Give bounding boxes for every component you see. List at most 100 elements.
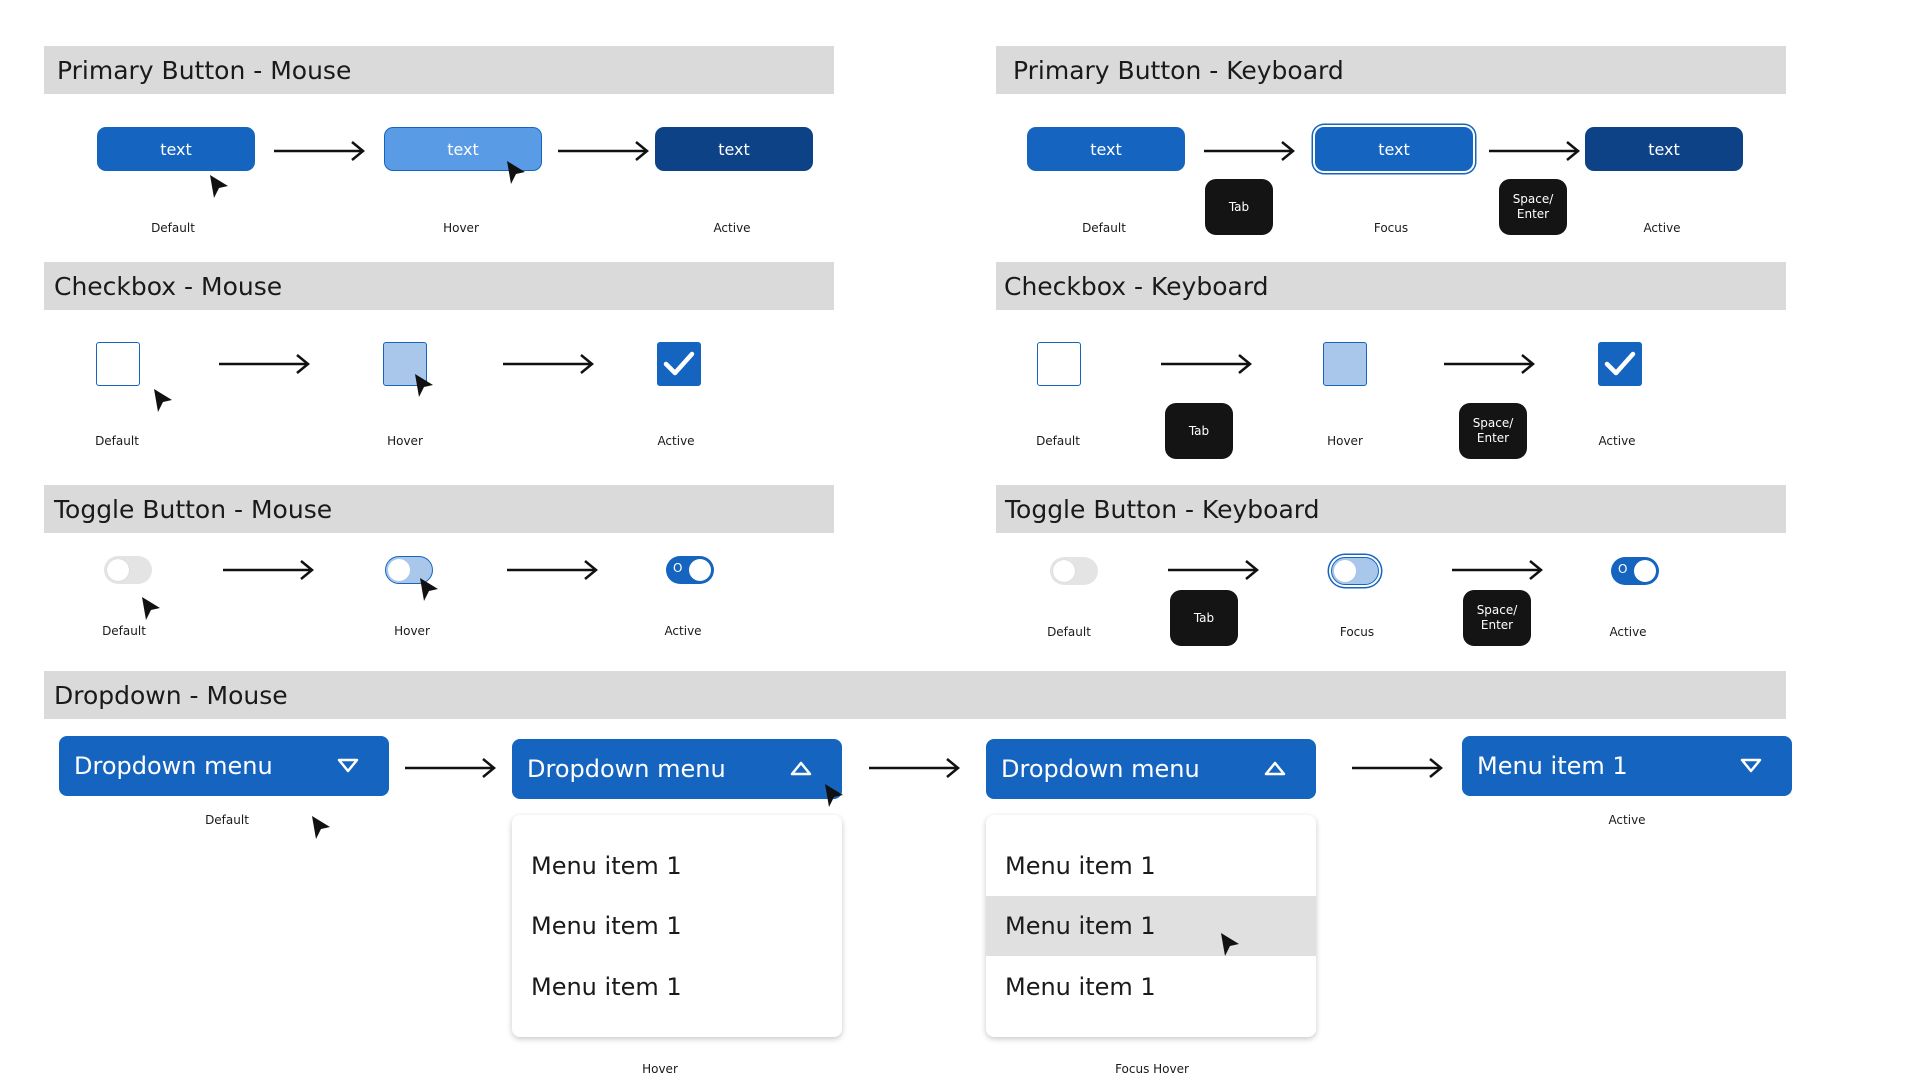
state-label-hover: Hover [1327, 434, 1363, 448]
primary-button-hover[interactable]: text [384, 127, 542, 171]
space-enter-key-icon: Space/ Enter [1463, 590, 1531, 646]
dropdown-label: Dropdown menu [527, 755, 726, 783]
primary-button-focus[interactable]: text [1315, 127, 1473, 171]
state-label-active: Active [713, 221, 751, 235]
chevron-up-icon [790, 761, 812, 776]
dropdown-default[interactable]: Dropdown menu [59, 736, 389, 796]
arrow-icon [1489, 141, 1581, 161]
dropdown-label: Dropdown menu [74, 752, 273, 780]
mouse-cursor-icon [310, 815, 332, 841]
arrow-icon [503, 354, 595, 374]
menu-item[interactable]: Menu item 1 [531, 912, 682, 940]
dropdown-hover[interactable]: Dropdown menu [512, 739, 842, 799]
space-enter-key-icon: Space/ Enter [1459, 403, 1527, 459]
state-label-active: Active [1643, 221, 1681, 235]
toggle-default[interactable] [104, 556, 152, 584]
chevron-down-icon [337, 758, 359, 773]
dropdown-focus-hover[interactable]: Dropdown menu [986, 739, 1316, 799]
checkbox-default[interactable] [1037, 342, 1081, 386]
section-header-toggle-keyboard: Toggle Button - Keyboard [996, 485, 1786, 533]
state-label-default: Default [205, 813, 249, 827]
menu-item[interactable]: Menu item 1 [1005, 852, 1156, 880]
dropdown-selected-value: Menu item 1 [1477, 752, 1628, 780]
mouse-cursor-icon [152, 388, 174, 414]
mouse-cursor-icon [418, 577, 440, 603]
arrow-icon [405, 758, 497, 778]
state-label-active: Active [664, 624, 702, 638]
mouse-cursor-icon [413, 373, 435, 399]
arrow-icon [1161, 354, 1253, 374]
toggle-on-indicator: O [673, 561, 683, 575]
arrow-icon [1444, 354, 1536, 374]
dropdown-active[interactable]: Menu item 1 [1462, 736, 1792, 796]
dropdown-menu: Menu item 1 Menu item 1 Menu item 1 [512, 815, 842, 1037]
section-header-primary-keyboard: Primary Button - Keyboard [996, 46, 1786, 94]
primary-button-active[interactable]: text [1585, 127, 1743, 171]
toggle-on-indicator: O [1618, 562, 1628, 576]
mouse-cursor-icon [140, 596, 162, 622]
state-label-hover: Hover [642, 1062, 678, 1076]
toggle-hover[interactable] [385, 556, 433, 584]
checkbox-active[interactable] [657, 342, 701, 386]
menu-item[interactable]: Menu item 1 [1005, 973, 1156, 1001]
state-label-active: Active [657, 434, 695, 448]
toggle-focus[interactable] [1331, 557, 1379, 585]
state-label-active: Active [1609, 625, 1647, 639]
space-enter-key-icon: Space/ Enter [1499, 179, 1567, 235]
state-label-active: Active [1598, 434, 1636, 448]
state-label-focus: Focus [1339, 625, 1375, 639]
menu-item[interactable]: Menu item 1 [531, 852, 682, 880]
state-label-default: Default [1036, 434, 1080, 448]
state-label-hover: Hover [443, 221, 479, 235]
arrow-icon [507, 560, 599, 580]
section-header-checkbox-mouse: Checkbox - Mouse [44, 262, 834, 310]
section-header-checkbox-keyboard: Checkbox - Keyboard [996, 262, 1786, 310]
state-label-default: Default [102, 624, 146, 638]
section-header-dropdown-mouse: Dropdown - Mouse [44, 671, 1786, 719]
primary-button-active[interactable]: text [655, 127, 813, 171]
state-label-active: Active [1608, 813, 1646, 827]
arrow-icon [558, 141, 650, 161]
state-label-default: Default [95, 434, 139, 448]
arrow-icon [1168, 560, 1260, 580]
checkbox-active[interactable] [1598, 342, 1642, 386]
section-header-toggle-mouse: Toggle Button - Mouse [44, 485, 834, 533]
arrow-icon [223, 560, 315, 580]
checkbox-default[interactable] [96, 342, 140, 386]
mouse-cursor-icon [823, 783, 845, 809]
tab-key-icon: Tab [1170, 590, 1238, 646]
chevron-up-icon [1264, 761, 1286, 776]
state-label-default: Default [1082, 221, 1126, 235]
primary-button-default[interactable]: text [1027, 127, 1185, 171]
chevron-down-icon [1740, 758, 1762, 773]
checkmark-icon [1604, 351, 1636, 376]
arrow-icon [1352, 758, 1444, 778]
toggle-active[interactable]: O [1611, 557, 1659, 585]
arrow-icon [219, 354, 311, 374]
arrow-icon [274, 141, 366, 161]
dropdown-label: Dropdown menu [1001, 755, 1200, 783]
tab-key-icon: Tab [1205, 179, 1273, 235]
primary-button-default[interactable]: text [97, 127, 255, 171]
arrow-icon [1204, 141, 1296, 161]
state-label-hover: Hover [394, 624, 430, 638]
tab-key-icon: Tab [1165, 403, 1233, 459]
checkbox-focus[interactable] [1323, 342, 1367, 386]
toggle-active[interactable]: O [666, 556, 714, 584]
mouse-cursor-icon [208, 174, 230, 200]
checkmark-icon [663, 351, 695, 376]
arrow-icon [1452, 560, 1544, 580]
mouse-cursor-icon [1219, 932, 1241, 958]
menu-item-highlighted[interactable]: Menu item 1 [986, 896, 1316, 956]
state-label-focus: Focus [1373, 221, 1409, 235]
menu-item[interactable]: Menu item 1 [531, 973, 682, 1001]
dropdown-menu: Menu item 1 Menu item 1 Menu item 1 [986, 815, 1316, 1037]
section-header-primary-mouse: Primary Button - Mouse [44, 46, 834, 94]
arrow-icon [869, 758, 961, 778]
state-label-default: Default [151, 221, 195, 235]
mouse-cursor-icon [505, 160, 527, 186]
state-label-focus-hover: Focus Hover [1115, 1062, 1189, 1076]
state-label-hover: Hover [387, 434, 423, 448]
state-label-default: Default [1047, 625, 1091, 639]
toggle-default[interactable] [1050, 557, 1098, 585]
